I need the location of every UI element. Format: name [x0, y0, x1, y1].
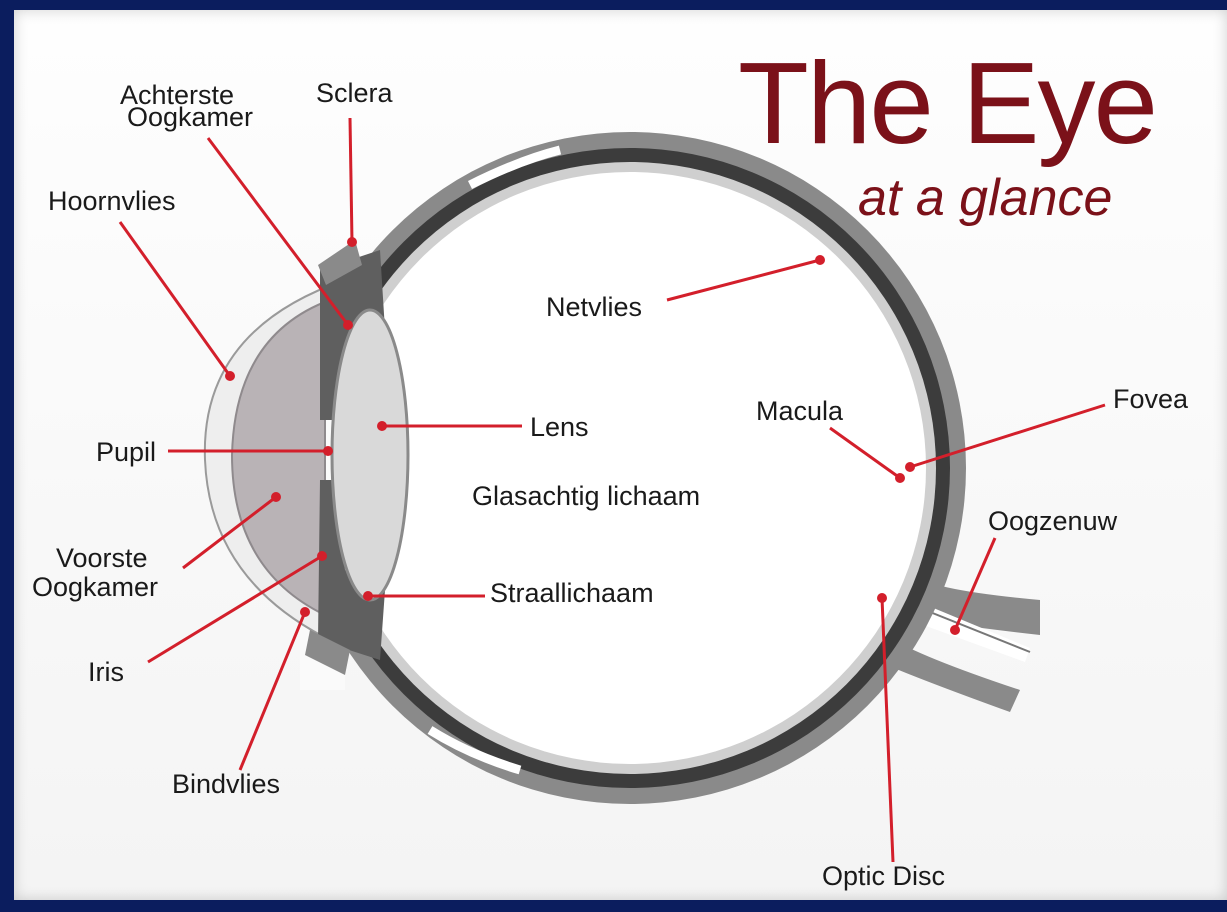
label-voorste-line2: Oogkamer	[32, 572, 158, 602]
label-straallichaam: Straallichaam	[490, 578, 654, 608]
leader-sclera	[350, 118, 352, 242]
label-oogzenuw: Oogzenuw	[988, 506, 1118, 536]
label-macula: Macula	[756, 396, 844, 426]
label-iris: Iris	[88, 657, 124, 687]
label-glasachtig: Glasachtig lichaam	[472, 481, 700, 511]
label-fovea: Fovea	[1113, 384, 1189, 414]
title-main: The Eye	[738, 38, 1156, 168]
label-voorste-line1: Voorste	[56, 543, 148, 573]
title-sub: at a glance	[858, 169, 1112, 227]
leader-hoornvlies	[120, 222, 230, 376]
label-optic-disc: Optic Disc	[822, 861, 945, 891]
label-bindvlies: Bindvlies	[172, 769, 280, 799]
label-hoornvlies: Hoornvlies	[48, 186, 176, 216]
vitreous-body	[334, 172, 926, 764]
label-lens: Lens	[530, 412, 589, 442]
label-achterste-line2: Oogkamer	[127, 102, 253, 132]
lens	[332, 310, 408, 600]
label-sclera: Sclera	[316, 78, 394, 108]
label-netvlies: Netvlies	[546, 292, 642, 322]
leader-bindvlies	[240, 612, 305, 770]
leader-achterste	[208, 138, 348, 325]
label-pupil: Pupil	[96, 437, 156, 467]
